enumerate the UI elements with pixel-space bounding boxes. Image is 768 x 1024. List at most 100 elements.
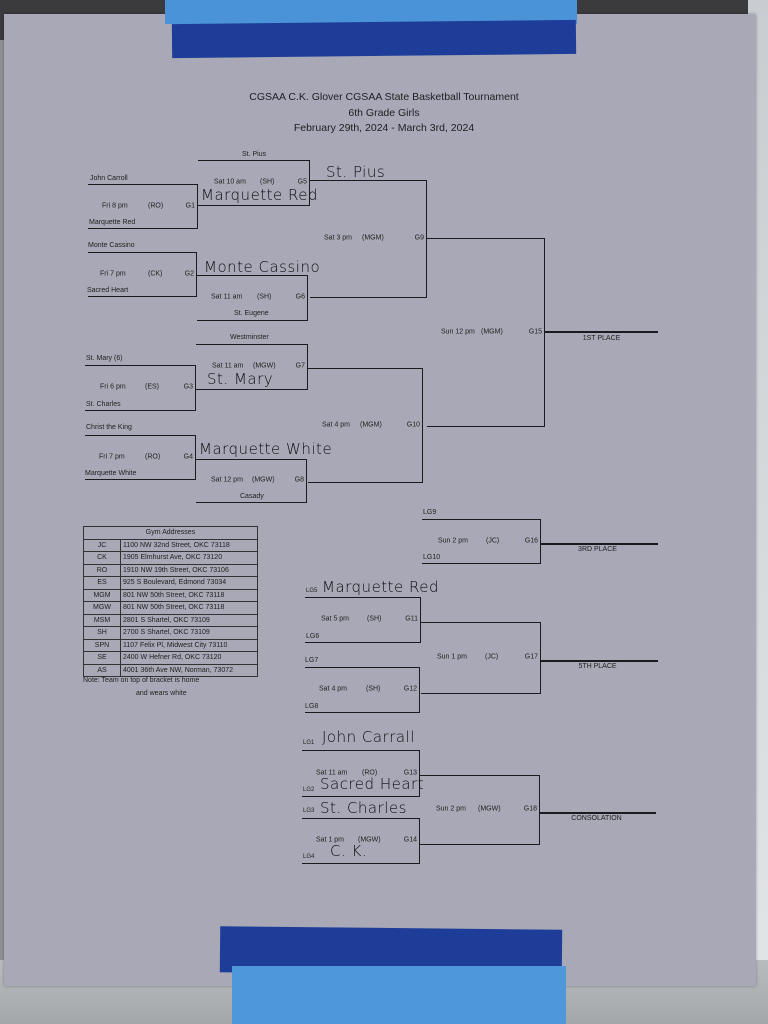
tape-top-dark	[171, 19, 577, 59]
game-g12: Sat 4 pm(SH)G12	[305, 667, 420, 713]
slot-label: LG3	[303, 808, 315, 814]
game-gym: (SH)	[260, 178, 275, 186]
team-label: Monte Cassino	[88, 242, 135, 249]
note-line-2: and wears white	[136, 690, 187, 697]
game-id: G5	[297, 178, 307, 186]
game-id: G3	[183, 383, 193, 391]
gym-code: MGM	[83, 588, 121, 602]
game-id: G14	[403, 836, 417, 844]
slot-label: LG1	[303, 740, 315, 746]
game-g8: Sat 12 pm(MGW)G8	[196, 459, 307, 503]
game-g13: Sat 11 am(RO)G13	[302, 750, 420, 797]
game-time: Fri 6 pm	[100, 383, 126, 391]
game-id: G2	[184, 270, 194, 277]
note-line-1: Note: Team on top of bracket is home	[83, 677, 200, 684]
handwritten-winner: St. Pius	[326, 163, 386, 181]
handwritten-team: Sacred Heart	[320, 775, 425, 793]
team-label: Marquette Red	[89, 219, 136, 226]
gym-address: 2700 S Shartel, OKC 73109	[120, 626, 258, 640]
consolation-label: CONSOLATION	[571, 815, 622, 822]
slot-label: LG5	[306, 588, 318, 594]
game-g16: Sun 2 pm(JC)G16	[422, 519, 541, 564]
gym-address: 1910 NW 19th Street, OKC 73106	[120, 563, 258, 577]
handwritten-winner: St. Mary	[207, 370, 274, 388]
game-time: Fri 8 pm	[102, 202, 128, 209]
game-gym: (SH)	[257, 293, 272, 301]
slot-label: LG8	[305, 703, 319, 710]
gym-address: 801 NW 50th Street, OKC 73118	[120, 601, 258, 615]
gym-address: 801 NW 50th Street, OKC 73118	[120, 588, 258, 602]
game-gym: (SH)	[367, 615, 382, 623]
gym-code: MSM	[83, 613, 121, 627]
third-place-label: 3RD PLACE	[578, 546, 617, 553]
gym-address: 925 S Boulevard, Edmond 73034	[120, 576, 258, 590]
game-time: Sun 12 pm	[441, 328, 475, 335]
gym-address: 2801 S Shartel, OKC 73109	[120, 613, 258, 627]
game-id: G18	[523, 805, 537, 813]
game-g15: Sun 12 pm(MGM)G15	[427, 238, 545, 427]
game-time: Sun 2 pm	[436, 805, 466, 813]
slot-label: LG7	[305, 657, 319, 664]
game-time: Sat 11 am	[212, 362, 244, 370]
gym-code: AS	[83, 663, 121, 677]
slot-label: LG9	[423, 509, 437, 516]
game-gym: (SH)	[366, 685, 381, 693]
team-label: Westminster	[230, 334, 269, 341]
game-id: G6	[295, 293, 305, 301]
game-gym: (JC)	[486, 537, 500, 544]
game-gym: (ES)	[145, 383, 159, 391]
game-g11: Sat 5 pm(SH)G11	[305, 597, 421, 643]
game-id: G9	[414, 234, 424, 242]
game-time: Sat 11 am	[211, 293, 243, 301]
game-gym: (RO)	[145, 453, 161, 460]
game-id: G13	[403, 769, 417, 776]
game-gym: (MGM)	[362, 234, 384, 242]
game-time: Sat 12 pm	[211, 476, 243, 484]
gym-table-title: Gym Addresses	[83, 526, 258, 540]
game-g6: Sat 11 am (SH) G6	[197, 275, 308, 321]
handwritten-team: St. Charles	[320, 799, 407, 817]
gym-code: JC	[83, 538, 121, 552]
gym-code: ES	[83, 576, 121, 590]
game-time: Sat 4 pm	[322, 421, 351, 428]
gym-code: SPN	[83, 638, 121, 652]
handwritten-team: C. K.	[330, 842, 368, 860]
slot-label: LG6	[306, 633, 320, 640]
game-gym: (MGW)	[478, 805, 501, 813]
game-id: G4	[183, 453, 193, 460]
gym-code: RO	[83, 563, 121, 577]
game-time: Sat 10 am	[214, 178, 246, 186]
slot-label: LG10	[423, 554, 441, 561]
game-id: G17	[524, 653, 538, 661]
game-time: Sat 11 am	[316, 769, 348, 776]
slot-label: LG2	[303, 787, 315, 793]
game-gym: (MGM)	[360, 421, 382, 428]
fifth-place-label: 5TH PLACE	[578, 663, 617, 670]
tournament-dates: February 29th, 2024 - March 3rd, 2024	[293, 122, 475, 134]
team-label: St. Eugene	[234, 310, 269, 317]
game-gym: (MGW)	[253, 362, 276, 370]
game-g5: Sat 10 am (SH) G5	[198, 160, 310, 206]
game-gym: (RO)	[148, 202, 164, 209]
game-time: Sat 1 pm	[316, 836, 345, 844]
handwritten-winner: Monte Cassino	[204, 258, 321, 276]
game-gym: (CK)	[148, 270, 163, 277]
consolation-line	[540, 812, 656, 814]
third-place-line	[541, 543, 658, 545]
gym-address: 1100 NW 32nd Street, OKC 73118	[120, 538, 258, 552]
first-place-label: 1ST PLACE	[582, 335, 621, 342]
gym-address: 2400 W Hefner Rd, OKC 73120	[120, 651, 258, 665]
gym-address: 1905 Elmhurst Ave, OKC 73120	[120, 551, 258, 565]
team-label: St. Pius	[242, 151, 267, 158]
team-label: Sacred Heart	[87, 287, 129, 294]
game-id: G7	[295, 362, 305, 370]
game-g1: Fri 8 pm(RO)G1	[88, 184, 198, 229]
game-id: G15	[528, 328, 542, 335]
